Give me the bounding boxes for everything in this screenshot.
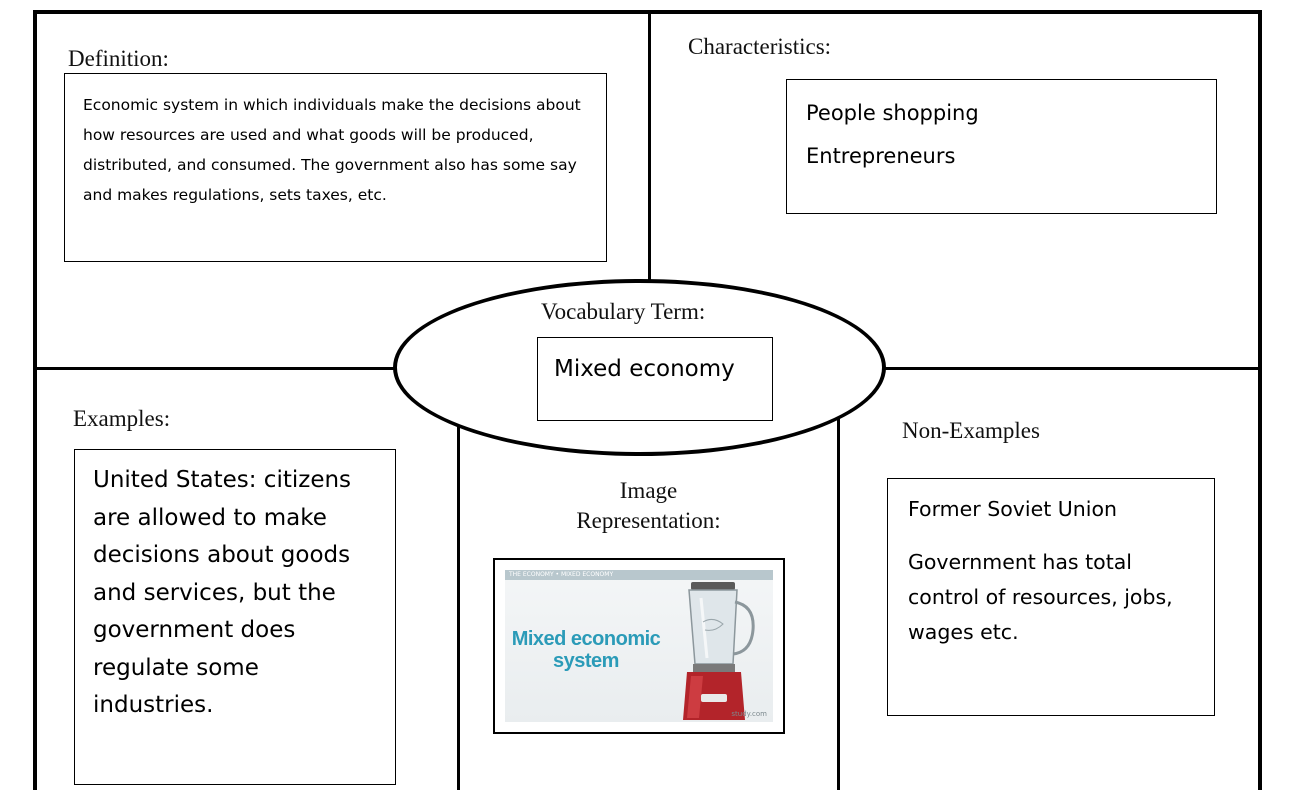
image-placeholder: THE ECONOMY • MIXED ECONOMY Mixed econom…: [505, 570, 773, 722]
vocabulary-heading: Vocabulary Term:: [541, 299, 706, 324]
horizontal-divider-right: [878, 367, 1262, 370]
definition-heading: Definition:: [68, 46, 169, 71]
examples-box: United States: citizens are allowed to m…: [74, 449, 396, 785]
image-representation-heading: Image Representation:: [460, 476, 837, 536]
characteristics-heading: Characteristics:: [688, 34, 832, 59]
examples-text: United States: citizens are allowed to m…: [93, 467, 352, 718]
non-examples-box: Former Soviet Union Government has total…: [887, 478, 1215, 716]
characteristics-item-1: People shopping: [806, 101, 979, 125]
examples-heading: Examples:: [73, 406, 171, 431]
vocabulary-term: Mixed economy: [554, 356, 735, 382]
image-watermark: study.com: [731, 710, 767, 718]
characteristics-box: People shopping Entrepreneurs: [786, 79, 1217, 214]
definition-box: Economic system in which individuals mak…: [64, 73, 607, 262]
vocabulary-term-box: Mixed economy: [537, 337, 773, 421]
frame-left-border: [33, 10, 37, 790]
vertical-divider-top: [648, 10, 651, 315]
image-caption: Mixed economic system: [511, 628, 661, 672]
blender-icon: [683, 582, 755, 720]
image-heading-line-2: Representation:: [576, 508, 721, 533]
characteristics-item-2: Entrepreneurs: [806, 144, 956, 168]
frame-right-border: [1258, 10, 1262, 790]
non-examples-heading: Non-Examples: [902, 418, 1040, 443]
non-examples-item-2: Government has total control of resource…: [908, 550, 1173, 644]
definition-text: Economic system in which individuals mak…: [83, 96, 581, 204]
image-frame: THE ECONOMY • MIXED ECONOMY Mixed econom…: [493, 558, 785, 734]
horizontal-divider-left: [33, 367, 403, 370]
image-heading-line-1: Image: [619, 478, 678, 503]
image-column-left-line: [457, 410, 460, 790]
image-topbar: THE ECONOMY • MIXED ECONOMY: [505, 570, 773, 580]
image-column-right-line: [837, 405, 840, 790]
non-examples-item-1: Former Soviet Union: [908, 497, 1117, 521]
frame-top-border: [33, 10, 1262, 14]
